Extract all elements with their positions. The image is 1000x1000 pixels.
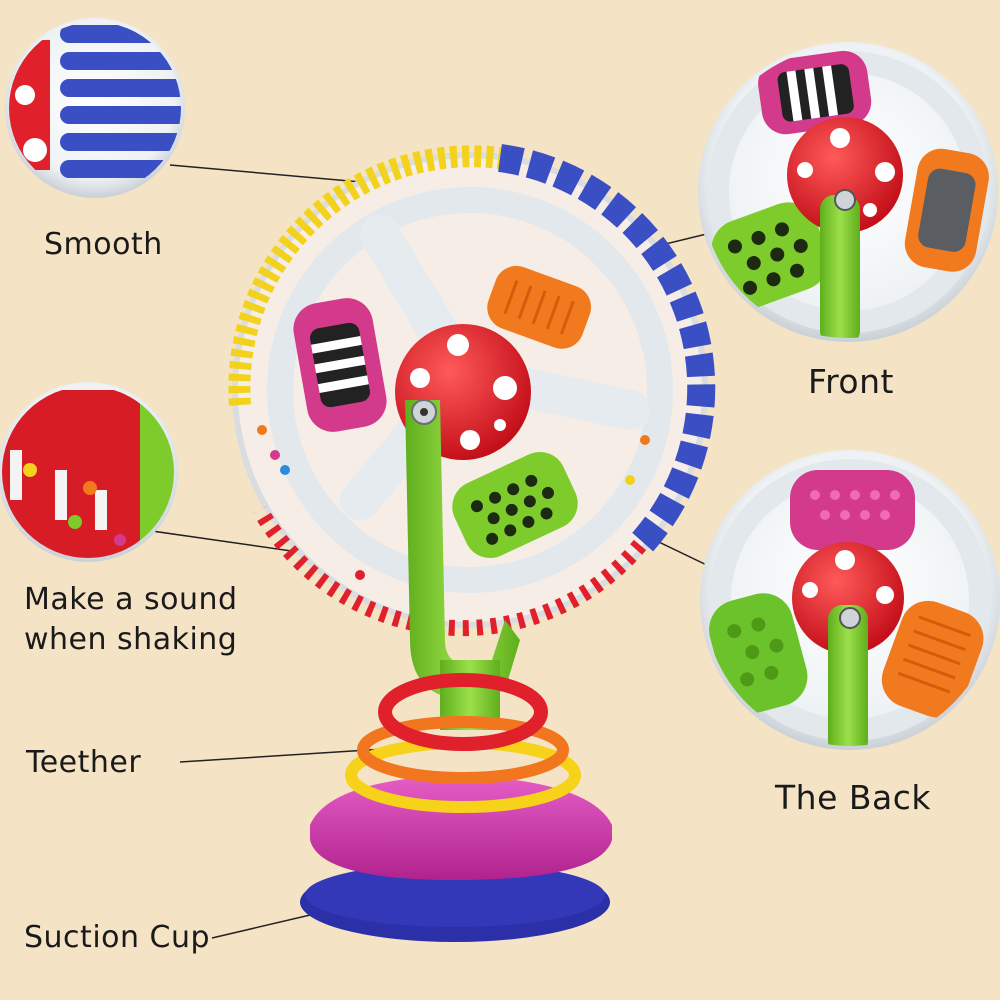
base	[300, 673, 612, 942]
orange-ring	[357, 716, 569, 784]
orange-paddle	[487, 265, 592, 349]
label-teether: Teether	[26, 745, 142, 780]
label-make-sound-line1: Make a sound	[24, 582, 238, 617]
label-the-back: The Back	[775, 778, 931, 817]
green-dot-paddle	[452, 451, 578, 559]
label-smooth: Smooth	[44, 227, 163, 262]
label-make-sound: Make a sound when shaking	[24, 580, 238, 660]
label-front: Front	[808, 362, 894, 401]
main-wheel	[228, 144, 716, 637]
detail-lens-front	[698, 42, 998, 342]
detail-lens-smooth	[5, 18, 185, 198]
detail-lens-sound	[0, 382, 178, 562]
pink-mirror-paddle	[293, 298, 387, 432]
label-suction-cup: Suction Cup	[24, 920, 211, 955]
red-ring	[378, 673, 548, 751]
label-make-sound-line2: when shaking	[24, 622, 238, 657]
detail-lens-back	[700, 450, 1000, 750]
